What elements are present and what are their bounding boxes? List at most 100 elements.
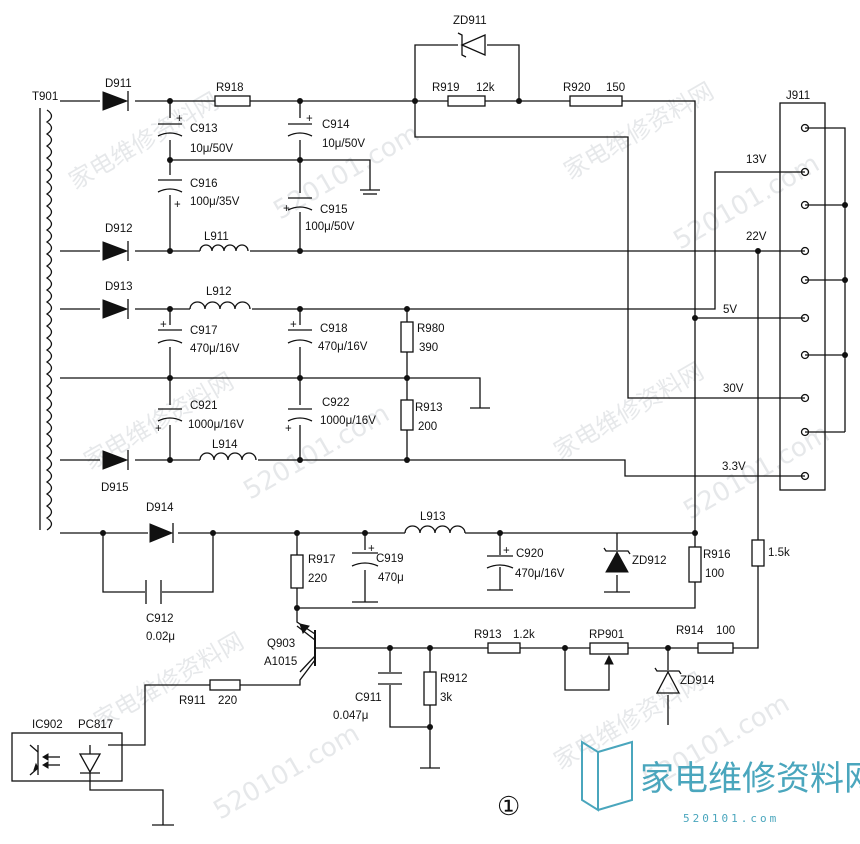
label-r919: R919 xyxy=(432,82,460,94)
t901-label: T901 xyxy=(32,91,58,103)
label-r917: R917 xyxy=(308,554,336,566)
svg-text:+: + xyxy=(285,423,292,435)
resistor-r919 xyxy=(447,95,486,107)
label-c921: C921 xyxy=(190,400,218,412)
resistor-1-5k xyxy=(751,539,765,567)
inductor-l911 xyxy=(199,244,249,252)
rp901-wiper xyxy=(604,654,614,665)
label-r980: R980 xyxy=(417,323,445,335)
label-3-3v: 3.3V xyxy=(722,461,746,473)
label-c912-value: 0.02μ xyxy=(146,631,175,643)
label-r916: R916 xyxy=(703,549,731,561)
label-pc817: PC817 xyxy=(78,719,113,731)
watermark-text: 520101.com xyxy=(209,719,365,827)
label-zd911: ZD911 xyxy=(453,15,487,27)
wiring xyxy=(60,44,805,826)
diode-d911 xyxy=(102,91,129,111)
label-r911: R911 xyxy=(179,695,206,707)
label-c918: C918 xyxy=(320,323,348,335)
label-d913: D913 xyxy=(105,281,133,293)
resistor-r916 xyxy=(688,546,702,583)
label-r916-value: 100 xyxy=(705,568,724,580)
svg-text:+: + xyxy=(283,203,290,215)
diode-d913 xyxy=(102,299,129,319)
transistor-q903 xyxy=(296,623,316,673)
label-r913b-value: 1.2k xyxy=(513,629,535,641)
label-d914: D914 xyxy=(146,502,174,514)
label-r912-value: 3k xyxy=(440,692,452,704)
resistor-r913b xyxy=(487,642,521,654)
svg-text:+: + xyxy=(174,199,181,211)
watermark-layer: 家电维修资料网 家电维修资料网 家电维修资料网 家电维修资料网 家电维修资料网 … xyxy=(64,77,835,826)
label-c917-value: 470μ/16V xyxy=(190,343,240,355)
svg-text:+: + xyxy=(306,113,313,125)
label-13v: 13V xyxy=(746,154,767,166)
site-logo: 家电维修资料网 520101.com xyxy=(581,740,860,825)
zener-zd911 xyxy=(457,32,486,58)
inductor-l913 xyxy=(404,525,466,534)
label-r920: R920 xyxy=(563,82,591,94)
label-rp901: RP901 xyxy=(589,629,624,641)
label-c912: C912 xyxy=(146,613,174,625)
label-r914: R914 xyxy=(676,625,704,637)
diode-d912 xyxy=(102,241,129,261)
potentiometer-rp901 xyxy=(589,642,629,655)
label-c920: C920 xyxy=(516,548,544,560)
svg-text:+: + xyxy=(368,543,375,555)
label-c911-value: 0.047μ xyxy=(333,710,368,722)
resistor-r913a xyxy=(400,399,414,431)
label-zd914: ZD914 xyxy=(680,675,715,687)
label-r913a: R913 xyxy=(415,402,443,414)
capacitors: + + + + + + + + + + xyxy=(145,113,514,685)
label-c913: C913 xyxy=(190,123,218,135)
label-r980-value: 390 xyxy=(419,342,438,354)
label-c914: C914 xyxy=(322,119,350,131)
resistor-r917 xyxy=(290,554,304,589)
optocoupler-pc817 xyxy=(11,732,123,782)
label-r919-value: 12k xyxy=(476,82,495,94)
label-5v: 5V xyxy=(723,304,737,316)
svg-text:+: + xyxy=(176,113,183,125)
label-r913a-value: 200 xyxy=(418,421,437,433)
label-l912: L912 xyxy=(206,286,232,298)
watermark-text: 家电维修资料网 xyxy=(549,357,708,465)
svg-text:+: + xyxy=(503,545,510,557)
label-c916-value: 100μ/35V xyxy=(190,196,240,208)
label-r912: R912 xyxy=(440,673,468,685)
junction-dots xyxy=(100,98,761,730)
label-r917-value: 220 xyxy=(308,573,327,585)
logo-url: 520101.com xyxy=(683,812,779,825)
label-zd912: ZD912 xyxy=(632,555,667,567)
connector-j911 xyxy=(779,102,848,491)
label-c920-value: 470μ/16V xyxy=(515,568,565,580)
watermark-text: 520101.com xyxy=(679,419,835,527)
label-c921-value: 1000μ/16V xyxy=(188,419,244,431)
svg-text:+: + xyxy=(160,319,167,331)
label-c911: C911 xyxy=(355,692,382,704)
diode-d914 xyxy=(149,523,174,543)
label-q903-value: A1015 xyxy=(264,656,297,668)
label-c915-value: 100μ/50V xyxy=(305,221,355,233)
label-d912: D912 xyxy=(105,223,133,235)
inductor-l914 xyxy=(199,452,257,461)
diode-d915 xyxy=(102,450,129,470)
label-r-1-5k: 1.5k xyxy=(768,547,790,559)
svg-text:+: + xyxy=(155,423,162,435)
label-c922: C922 xyxy=(322,397,350,409)
inductor-l912 xyxy=(189,301,251,310)
logo-text: 家电维修资料网 xyxy=(640,759,860,799)
label-j911: J911 xyxy=(786,90,810,102)
label-d911: D911 xyxy=(105,78,132,90)
resistor-r920 xyxy=(569,95,623,107)
label-30v: 30V xyxy=(723,383,744,395)
label-r918: R918 xyxy=(216,82,244,94)
label-22v: 22V xyxy=(746,231,767,243)
book-icon xyxy=(581,740,633,812)
inductors xyxy=(189,244,466,534)
label-l913: L913 xyxy=(420,511,446,523)
label-c918-value: 470μ/16V xyxy=(318,341,368,353)
label-l911: L911 xyxy=(204,231,229,243)
resistor-r914 xyxy=(697,642,734,654)
resistor-r912 xyxy=(423,671,437,706)
